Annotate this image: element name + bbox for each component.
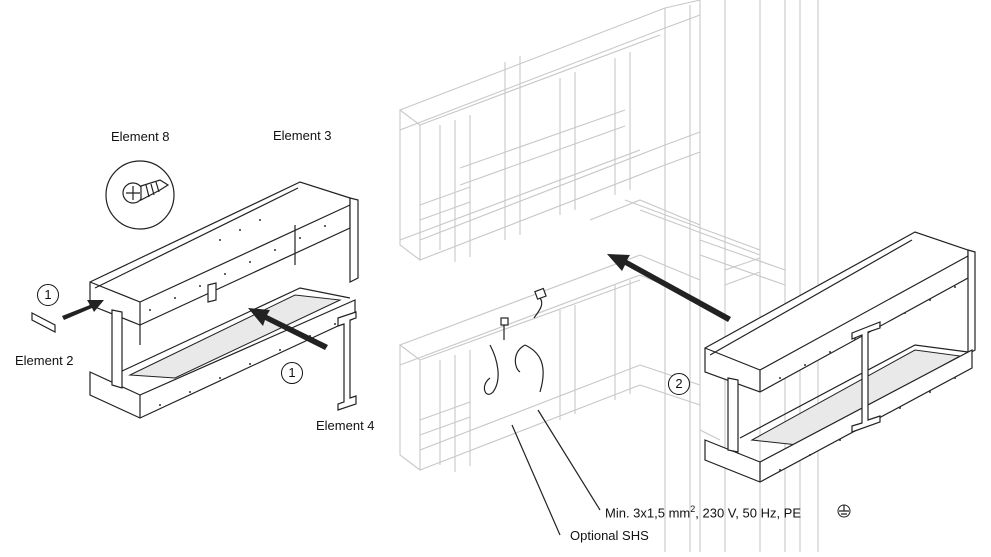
insert-arrow-element4 xyxy=(248,308,328,350)
element4-ibar xyxy=(337,311,357,411)
label-element8: Element 8 xyxy=(111,129,170,144)
label-power-spec: Min. 3x1,5 mm2, 230 V, 50 Hz, PE xyxy=(605,504,801,520)
step-marker-1b: 1 xyxy=(281,362,303,384)
power-spec-suffix: , 230 V, 50 Hz, PE xyxy=(695,505,802,521)
background-wall-frame xyxy=(399,0,819,552)
label-element2: Element 2 xyxy=(15,353,74,368)
insert-arrow-element2 xyxy=(62,300,104,320)
cable-outlets xyxy=(483,287,601,536)
step-marker-2: 2 xyxy=(668,373,690,395)
element3-unit-right xyxy=(704,231,976,483)
power-spec-sup: 2 xyxy=(690,504,696,514)
ground-icon xyxy=(837,504,851,518)
label-optional-shs: Optional SHS xyxy=(570,528,649,543)
element2-plate xyxy=(31,312,56,333)
label-element3: Element 3 xyxy=(273,128,332,143)
step-marker-1a: 1 xyxy=(37,284,59,306)
mount-arrow xyxy=(607,254,731,322)
label-element4: Element 4 xyxy=(316,418,375,433)
power-spec-prefix: Min. 3x1,5 mm xyxy=(605,505,691,521)
screw-icon xyxy=(105,160,175,230)
